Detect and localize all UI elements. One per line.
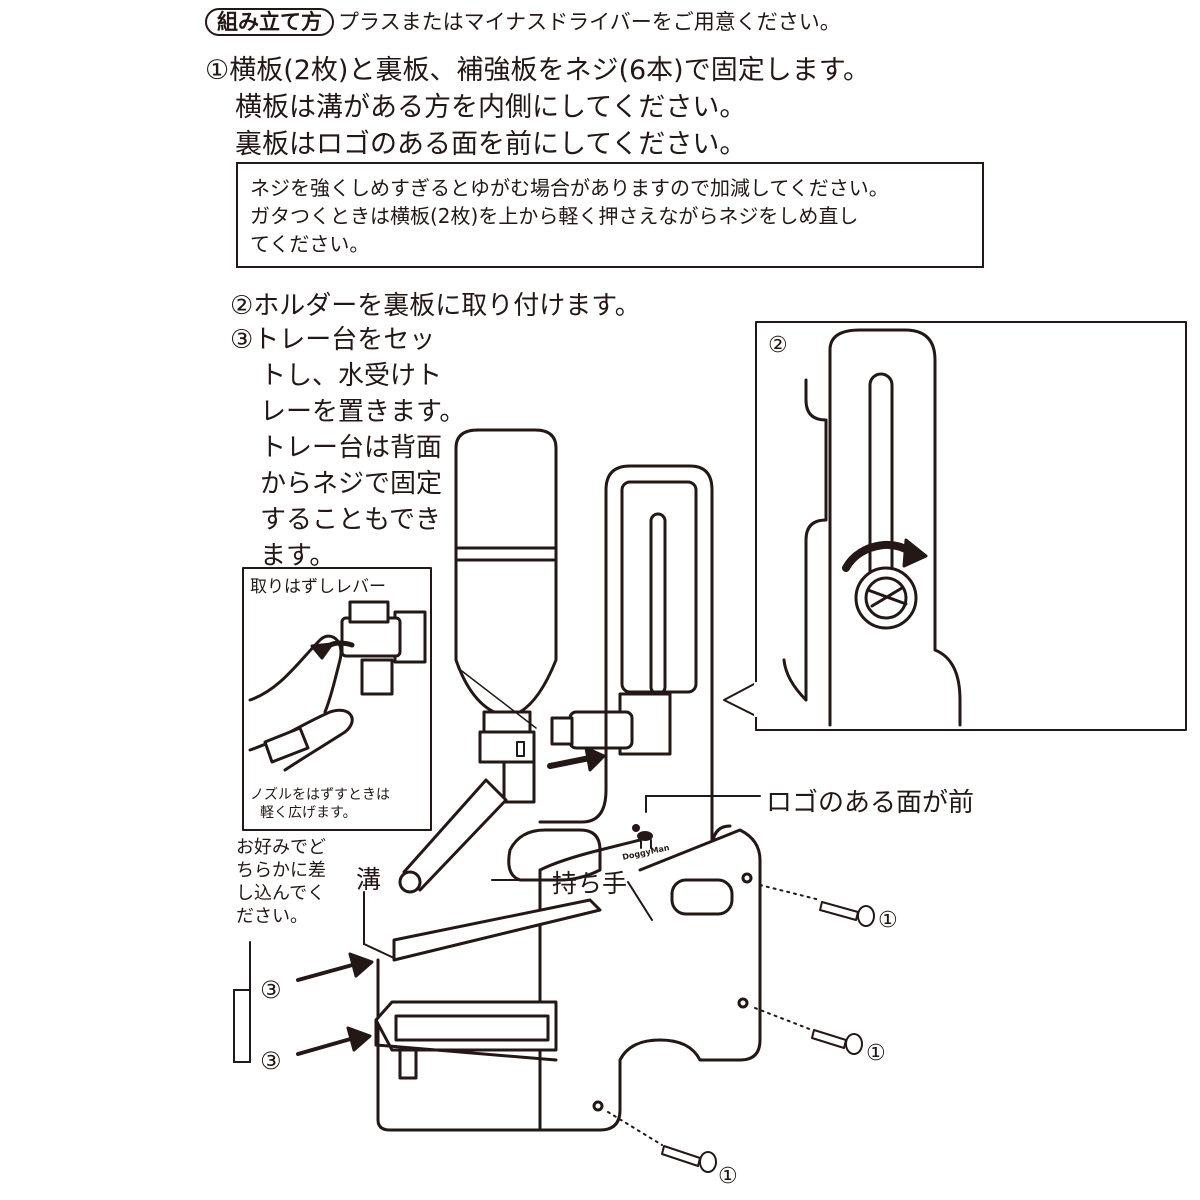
preference-line: お好みでど [236, 837, 326, 858]
step3-line: ③トレー台をセッ [230, 325, 436, 355]
logo-front-label: ロゴのある面が前 [766, 788, 975, 818]
preference-line: ださい。 [236, 906, 308, 927]
groove-label: 溝 [356, 865, 382, 894]
step3-line: ます。 [260, 541, 336, 571]
leader-lines [233, 795, 761, 1063]
stand-body [374, 488, 762, 1132]
screw-mark: ① [878, 908, 898, 933]
step1-line: 裏板はロゴのある面を前にしてください。 [235, 129, 747, 160]
step1-line: ①横板(2枚)と裏板、補強板をネジ(6本)で固定します。 [205, 55, 870, 86]
step1-block: ①横板(2枚)と裏板、補強板をネジ(6本)で固定します。 横板は溝がある方を内側… [205, 52, 870, 163]
preference-line: ちらかに差 [236, 860, 326, 881]
assembly-badge: 組み立て方 [205, 8, 334, 36]
preference-line: し込んでく [236, 883, 326, 904]
water-bottle [398, 428, 558, 894]
step3-line: することもでき [260, 505, 441, 535]
screw-mark: ① [718, 1164, 738, 1189]
nozzle-caption-line: 軽く広げます。 [260, 805, 357, 821]
step2-text: ②ホルダーを裏板に取り付けます。 [230, 291, 641, 321]
preference-note: お好みでど ちらかに差 し込んでく ださい。 [236, 836, 326, 928]
step3-line: レーを置きます。 [260, 397, 466, 427]
note-line: ガタつくときは横板(2枚)を上から軽く押さえながらネジをしめ直し [250, 204, 859, 228]
step3-line: トレー台は背面 [260, 433, 443, 463]
note-line: ネジを強くしめすぎるとゆがむ場合がありますので加減してください。 [250, 176, 889, 200]
slot-mark: ③ [260, 976, 282, 1004]
screw-mark: ① [866, 1041, 886, 1066]
slot-arrows [296, 952, 374, 1056]
tool-note: プラスまたはマイナスドライバーをご用意ください。 [338, 10, 841, 34]
assembly-header: 組み立て方プラスまたはマイナスドライバーをご用意ください。 [205, 6, 841, 36]
slot-mark: ③ [260, 1047, 282, 1075]
brand-logo [632, 824, 653, 849]
inset-step-label: ② [768, 333, 788, 358]
screws [607, 884, 875, 1173]
lever-inset [242, 567, 432, 831]
nozzle-caption-line: ノズルをはずすときは [250, 787, 390, 803]
holder-inset [723, 321, 1187, 731]
step3-block: ③トレー台をセッ トし、水受けト レーを置きます。 トレー台は背面 からネジで固… [230, 322, 465, 574]
step3-line: からネジで固定 [260, 469, 443, 499]
note-line: てください。 [250, 232, 370, 256]
nozzle-caption: ノズルをはずすときは 軽く広げます。 [250, 786, 390, 822]
caution-note-box: ネジを強くしめすぎるとゆがむ場合がありますので加減してください。 ガタつくときは… [236, 162, 984, 268]
step3-line: トし、水受けト [260, 361, 443, 391]
lever-title: 取りはずしレバー [250, 577, 386, 597]
step1-line: 横板は溝がある方を内側にしてください。 [235, 92, 747, 123]
handle-label: 持ち手 [552, 869, 628, 898]
back-board [457, 464, 714, 852]
